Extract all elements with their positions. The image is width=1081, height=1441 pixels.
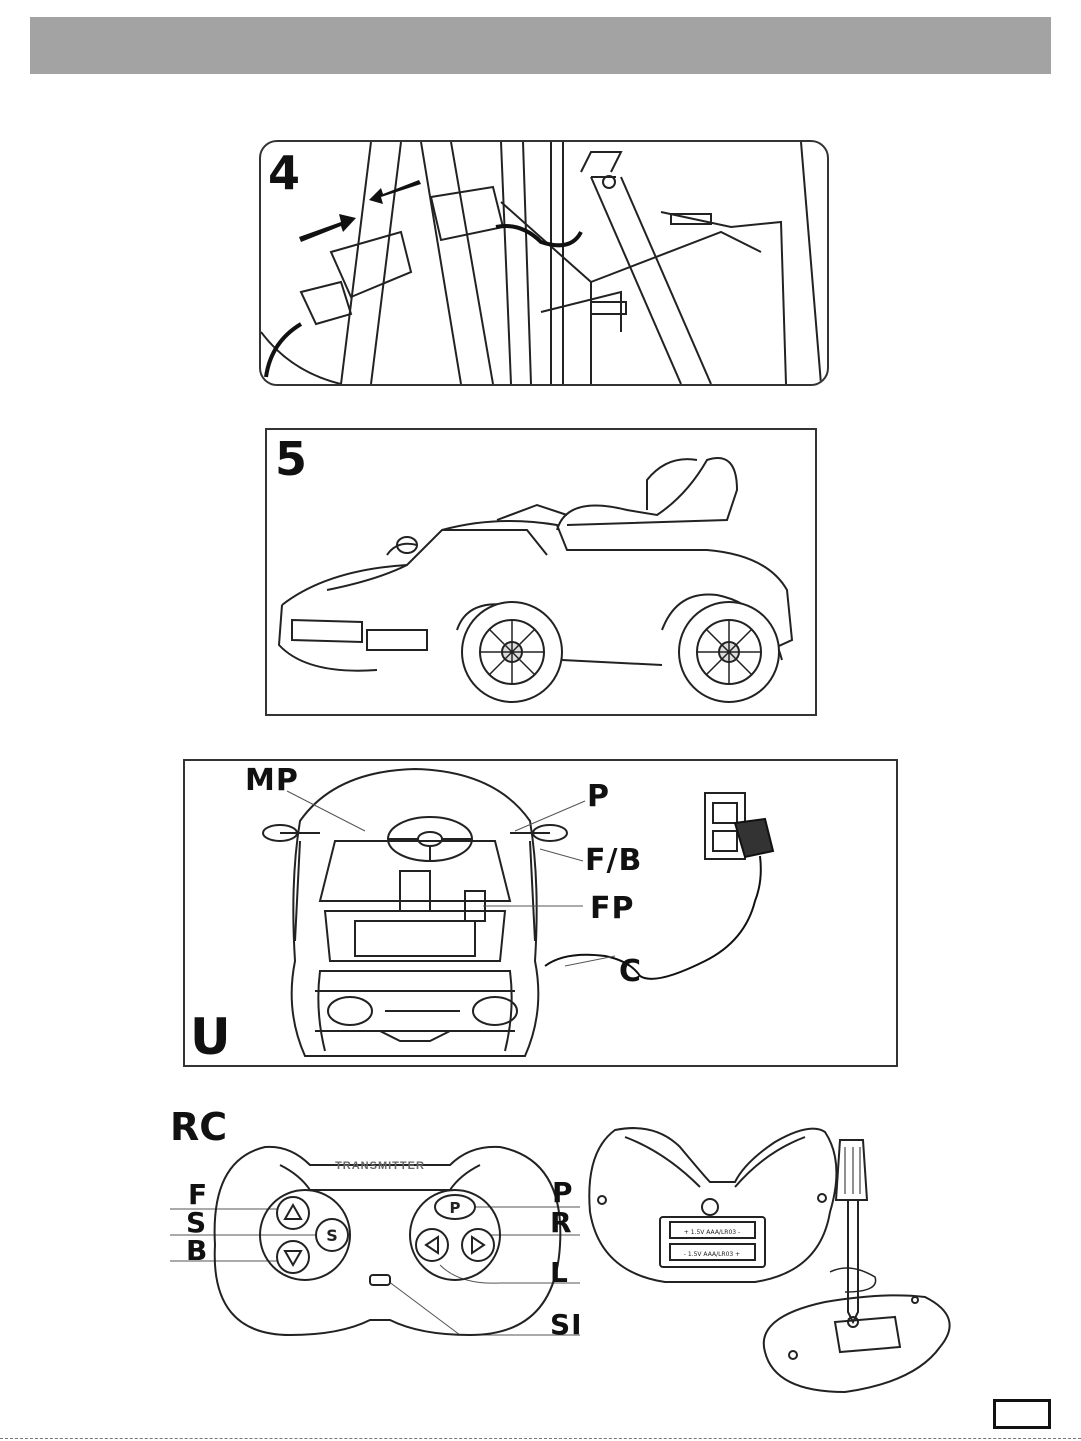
step-5-panel: 5 <box>265 428 817 716</box>
callout-b: B <box>186 1234 208 1267</box>
callout-r: R <box>550 1206 573 1239</box>
button-p-label: P <box>450 1199 461 1217</box>
step-4-label: 4 <box>268 146 300 200</box>
step-u-panel: U MP P F/B FP C <box>183 759 898 1067</box>
callout-p-rc: P <box>552 1176 574 1209</box>
charger-adapter <box>545 819 773 979</box>
remote-back-battery: + 1.5V AAA/LR03 - - 1.5V AAA/LR03 + <box>585 1122 960 1397</box>
button-f <box>277 1197 309 1229</box>
connector-illustration <box>261 142 827 384</box>
header-bar <box>30 17 1051 74</box>
button-r <box>462 1229 494 1261</box>
battery-label-2: - 1.5V AAA/LR03 + <box>684 1251 740 1258</box>
button-b <box>277 1241 309 1273</box>
step-4-panel: 4 <box>259 140 829 386</box>
button-l <box>416 1229 448 1261</box>
step-u-label: U <box>190 1008 231 1066</box>
callout-fb: F/B <box>585 843 642 878</box>
signal-indicator <box>370 1275 390 1285</box>
steering-wheel <box>388 817 472 861</box>
page-number-box <box>993 1399 1051 1429</box>
callout-si: SI <box>550 1308 583 1341</box>
car-side-illustration <box>267 430 815 714</box>
bottom-dashed-rule <box>0 1438 1081 1439</box>
callout-p: P <box>587 779 610 814</box>
step-5-label: 5 <box>275 432 307 486</box>
callout-fp: FP <box>590 891 634 926</box>
remote-front: S P TRANSMITTER <box>170 1135 590 1355</box>
rear-wheel <box>679 602 779 702</box>
callout-l: L <box>550 1256 569 1289</box>
callout-c: C <box>619 954 642 989</box>
battery-label-1: + 1.5V AAA/LR03 - <box>684 1229 740 1236</box>
remote-brand: TRANSMITTER <box>335 1160 425 1172</box>
button-s-label: S <box>326 1226 338 1245</box>
front-wheel <box>462 602 562 702</box>
callout-mp: MP <box>245 763 299 798</box>
car-top-charging-illustration <box>185 761 896 1065</box>
